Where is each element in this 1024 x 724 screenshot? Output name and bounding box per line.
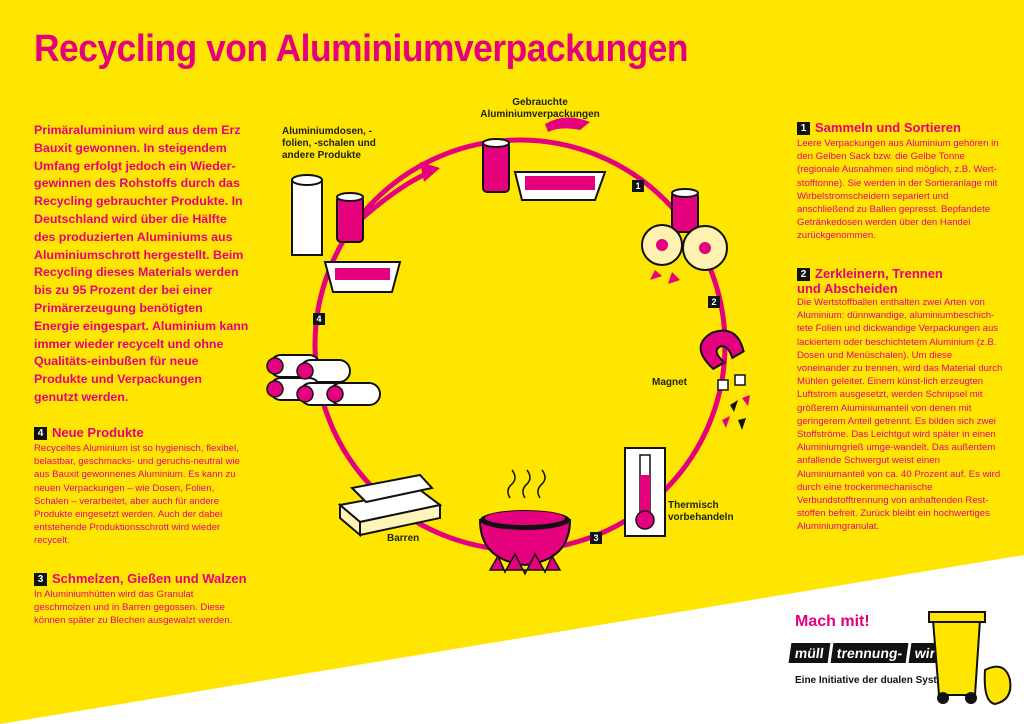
step-4-badge: 4 [313,313,325,325]
section-1-number: 1 [797,122,810,135]
call-to-action: Mach mit! [795,613,870,630]
page-title: Recycling von Aluminiumverpackungen [34,28,689,70]
section-1-heading: 1 Sammeln und Sortieren [797,120,961,135]
section-4-title: Neue Produkte [52,425,144,440]
label-thermal: Thermisch vorbehandeln [668,500,734,523]
shredder-illustration [641,188,728,284]
coils-illustration [266,354,381,406]
section-4-number: 4 [34,427,47,440]
new-products-illustration [291,174,402,293]
section-4-body: Recyceltes Aluminium ist so hygienisch, … [34,443,240,547]
brand-part-1: müll [788,643,831,663]
label-used-packaging: Gebrauchte Aluminiumverpackungen [480,97,600,120]
melting-pot-illustration [478,469,572,576]
thermometer-illustration [624,447,666,537]
section-4-heading: 4 Neue Produkte [34,425,144,440]
label-new-products: Aluminiumdosen, -folien, -schalen und an… [282,126,376,161]
section-1-title: Sammeln und Sortieren [815,120,961,135]
section-2-title: Zerkleinern, Trennen und Abscheiden [797,266,943,296]
section-2-body: Die Wertstoffballen enthalten zwei Arten… [797,297,1003,533]
cycle-arrowhead [420,162,440,182]
section-3-body: In Aluminiumhütten wird das Granulat ges… [34,589,233,627]
section-3-heading: 3 Schmelzen, Gießen und Walzen [34,571,247,586]
initiative-text: Eine Initiative der dualen Systeme. [795,675,960,686]
section-2-number: 2 [797,268,810,281]
intro-text: Primäraluminium wird aus dem Erz Bauxit … [34,123,249,404]
waste-bin-icon [928,611,1012,706]
section-3-title: Schmelzen, Gießen und Walzen [52,571,247,586]
section-3-number: 3 [34,573,47,586]
label-ingots: Barren [387,533,420,544]
label-magnet: Magnet [652,377,687,388]
step-1-badge: 1 [632,180,644,192]
cycle-arrow [358,169,431,222]
step-3-badge: 3 [590,532,602,544]
step-2-badge: 2 [708,296,720,308]
ingots-illustration [337,473,443,538]
used-packaging-illustration [482,117,607,201]
magnet-illustration [699,329,750,430]
brand-part-2: trennung- [830,643,909,663]
section-1-body: Leere Verpackungen aus Aluminium gehören… [797,138,999,242]
